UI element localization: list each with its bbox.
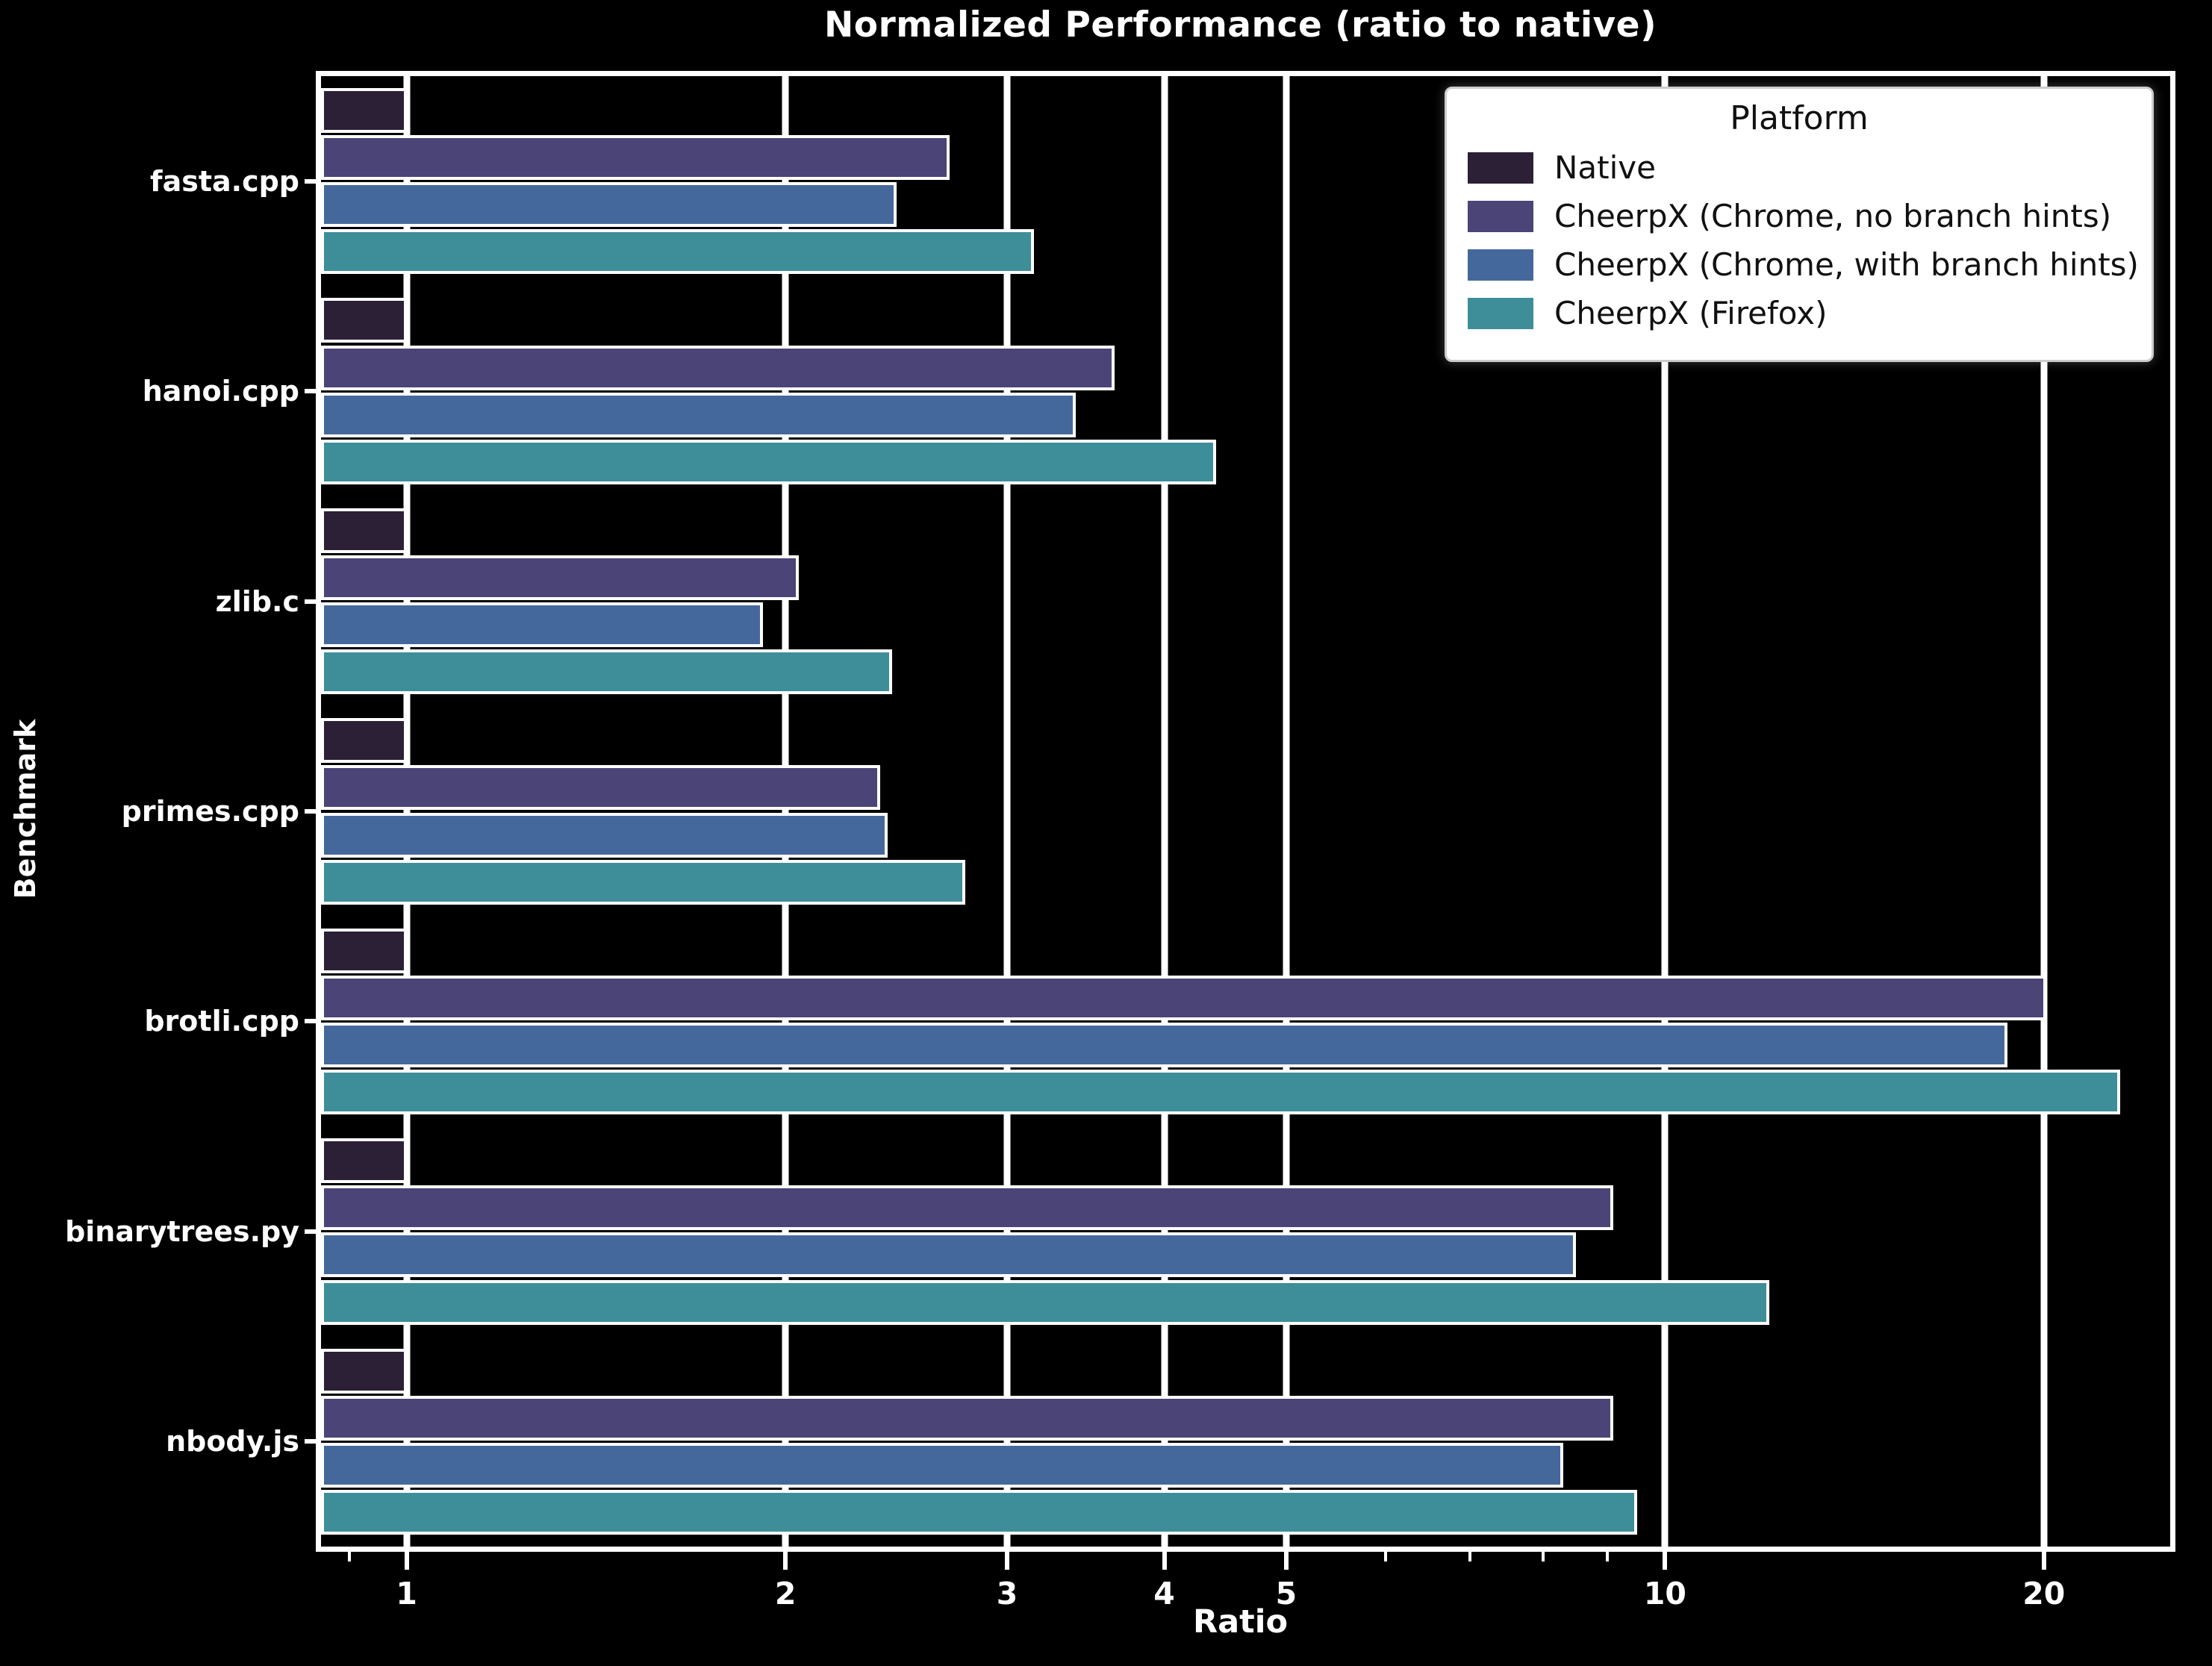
bar-fasta.cpp-series-2	[321, 182, 897, 228]
ytick-mark	[305, 1229, 321, 1234]
legend-title: Platform	[1730, 99, 1869, 137]
bar-group-zlib.c	[321, 496, 2170, 706]
legend-label-0: Native	[1554, 149, 1656, 186]
gridline-x-1	[403, 76, 411, 1547]
xtick-minor-mark-8	[1542, 1552, 1545, 1562]
bar-zlib.c-series-1	[321, 555, 800, 600]
y-axis-label: Benchmark	[9, 719, 42, 899]
gridline-x-10	[1661, 76, 1669, 1547]
ytick-mark	[305, 809, 321, 814]
ytick-label-fasta.cpp: fasta.cpp	[150, 164, 299, 198]
bar-fasta.cpp-series-0	[321, 88, 407, 133]
ytick-label-primes.cpp: primes.cpp	[121, 795, 299, 828]
legend-entry-1: CheerpX (Chrome, no branch hints)	[1468, 198, 2131, 234]
legend-entry-0: Native	[1468, 149, 2131, 186]
xtick-label-10: 10	[1643, 1576, 1686, 1612]
bar-hanoi.cpp-series-0	[321, 298, 407, 343]
legend-entry-2: CheerpX (Chrome, with branch hints)	[1468, 246, 2139, 283]
bar-group-binarytrees.py	[321, 1126, 2170, 1336]
bar-fasta.cpp-series-1	[321, 135, 950, 181]
bar-group-primes.cpp	[321, 706, 2170, 916]
xtick-mark-2	[783, 1552, 788, 1570]
bar-hanoi.cpp-series-1	[321, 345, 1115, 390]
bar-zlib.c-series-0	[321, 508, 407, 553]
xtick-label-1: 1	[396, 1576, 417, 1612]
bar-binarytrees.py-series-3	[321, 1279, 1769, 1325]
legend-swatch-2	[1468, 249, 1533, 281]
ytick-mark	[305, 389, 321, 394]
xtick-label-20: 20	[2022, 1576, 2066, 1612]
ytick-label-zlib.c: zlib.c	[215, 584, 299, 618]
bar-primes.cpp-series-2	[321, 812, 888, 858]
xtick-label-5: 5	[1275, 1576, 1297, 1612]
ytick-label-brotli.cpp: brotli.cpp	[144, 1005, 299, 1038]
bar-primes.cpp-series-0	[321, 718, 407, 764]
xtick-mark-5	[1283, 1552, 1289, 1570]
ytick-label-binarytrees.py: binarytrees.py	[65, 1214, 299, 1248]
bar-binarytrees.py-series-1	[321, 1185, 1614, 1231]
xtick-mark-20	[2041, 1552, 2046, 1570]
bar-hanoi.cpp-series-3	[321, 439, 1217, 484]
xtick-mark-4	[1162, 1552, 1167, 1570]
gridline-x-5	[1283, 76, 1290, 1547]
legend-swatch-1	[1468, 200, 1533, 232]
xtick-minor-mark-9	[1606, 1552, 1610, 1562]
bar-nbody.js-series-2	[321, 1442, 1563, 1488]
xtick-minor-mark-0.9	[347, 1552, 351, 1562]
legend-label-1: CheerpX (Chrome, no branch hints)	[1554, 198, 2112, 234]
xtick-mark-1	[404, 1552, 409, 1570]
legend-label-3: CheerpX (Firefox)	[1554, 295, 1828, 331]
ytick-mark	[305, 599, 321, 604]
legend-label-2: CheerpX (Chrome, with branch hints)	[1554, 246, 2139, 283]
xtick-label-3: 3	[996, 1576, 1018, 1612]
xtick-label-2: 2	[774, 1576, 797, 1612]
ytick-label-nbody.js: nbody.js	[166, 1425, 299, 1458]
bar-group-fasta.cpp	[321, 76, 2170, 286]
ytick-label-hanoi.cpp: hanoi.cpp	[142, 375, 299, 408]
xtick-minor-mark-6	[1384, 1552, 1388, 1562]
bar-group-brotli.cpp	[321, 917, 2170, 1126]
legend-swatch-3	[1468, 297, 1533, 329]
chart-title: Normalized Performance (ratio to native)	[823, 4, 1657, 46]
ytick-mark	[305, 1439, 321, 1444]
bar-hanoi.cpp-series-2	[321, 392, 1076, 437]
bar-group-hanoi.cpp	[321, 286, 2170, 496]
bar-brotli.cpp-series-0	[321, 928, 407, 973]
legend-swatch-0	[1468, 152, 1533, 184]
ytick-mark	[305, 1019, 321, 1024]
gridline-x-20	[2040, 76, 2048, 1547]
xtick-minor-mark-7	[1468, 1552, 1472, 1562]
gridline-x-4	[1161, 76, 1168, 1547]
bar-binarytrees.py-series-2	[321, 1232, 1577, 1278]
xtick-mark-3	[1004, 1552, 1009, 1570]
legend-entry-3: CheerpX (Firefox)	[1468, 295, 2131, 331]
bar-primes.cpp-series-1	[321, 765, 881, 811]
bar-group-nbody.js	[321, 1337, 2170, 1547]
bar-nbody.js-series-0	[321, 1348, 407, 1394]
bar-zlib.c-series-2	[321, 602, 764, 648]
xtick-mark-10	[1663, 1552, 1668, 1570]
bar-fasta.cpp-series-3	[321, 229, 1034, 275]
x-axis-label: Ratio	[1193, 1603, 1288, 1641]
bar-primes.cpp-series-3	[321, 859, 966, 905]
bar-nbody.js-series-1	[321, 1395, 1614, 1441]
ytick-mark	[305, 178, 321, 184]
gridline-x-3	[1003, 76, 1011, 1547]
xtick-label-4: 4	[1153, 1576, 1175, 1612]
bar-binarytrees.py-series-0	[321, 1138, 407, 1184]
gridline-x-2	[782, 76, 789, 1547]
bar-brotli.cpp-series-3	[321, 1070, 2121, 1115]
bar-zlib.c-series-3	[321, 649, 892, 695]
bar-brotli.cpp-series-1	[321, 975, 2047, 1020]
bar-nbody.js-series-3	[321, 1489, 1637, 1535]
bar-brotli.cpp-series-2	[321, 1022, 2007, 1067]
